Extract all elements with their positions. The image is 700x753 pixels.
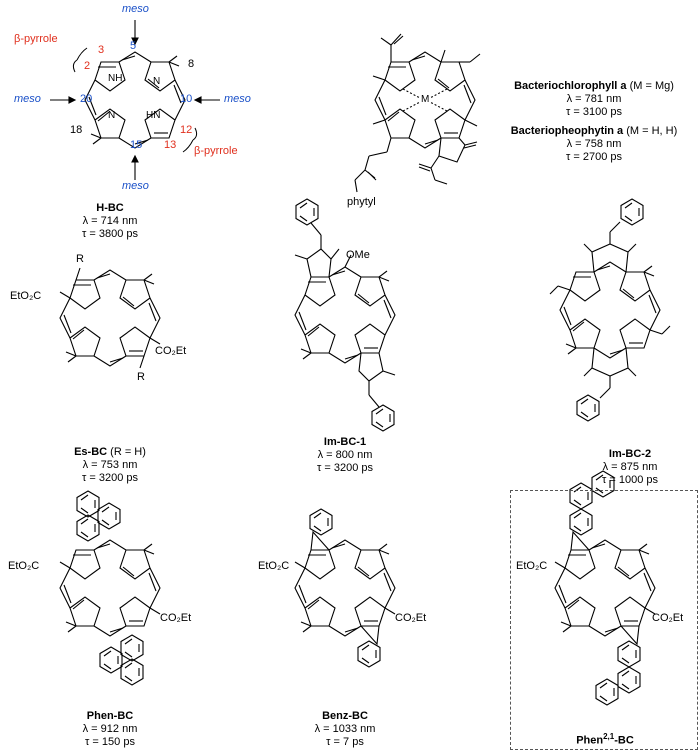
benzbc-structure bbox=[294, 508, 396, 668]
esbc-ester-left: EtO₂C bbox=[10, 290, 42, 302]
bchl-structure bbox=[354, 33, 481, 193]
beta-pyrrole-label-bottom: β-pyrrole bbox=[194, 145, 238, 157]
benzbc-ester-right: CO₂Et bbox=[395, 612, 427, 624]
metal-atom: M bbox=[421, 94, 430, 105]
benzbc-name: Benz-BC bbox=[322, 710, 368, 722]
highlight-box bbox=[510, 490, 698, 750]
bpheo-metal-note: (M = H, H) bbox=[623, 125, 678, 137]
esbc-substituent-note: (R = H) bbox=[107, 446, 146, 458]
esbc-structure bbox=[59, 267, 161, 369]
position-20: 20 bbox=[80, 93, 93, 105]
meso-label-right: meso bbox=[224, 93, 251, 105]
position-12: 12 bbox=[180, 124, 193, 136]
imbc1-name: Im-BC-1 bbox=[323, 436, 367, 448]
phenbc-name: Phen-BC bbox=[86, 710, 134, 722]
hbc-structure bbox=[50, 20, 220, 180]
position-8: 8 bbox=[188, 58, 195, 70]
meso-label-left: meso bbox=[14, 93, 41, 105]
esbc-r-top: R bbox=[76, 253, 84, 265]
bchl-lambda: λ = 781 nm bbox=[566, 93, 622, 105]
phen21bc-name-sup: 2,1 bbox=[603, 732, 615, 741]
hbc-name: H-BC bbox=[96, 202, 124, 214]
hbc-caption: H-BC λ = 714 nm τ = 3800 ps bbox=[60, 202, 160, 241]
bchl-metal-note: (M = Mg) bbox=[626, 80, 674, 92]
phen21bc-caption: Phen2,1-BC bbox=[550, 730, 660, 748]
imbc2-caption: Im-BC-2 λ = 875 nm τ = 1000 ps bbox=[580, 448, 680, 487]
imbc1-lambda: λ = 800 nm bbox=[317, 449, 373, 461]
benzbc-caption: Benz-BC λ = 1033 nm τ = 7 ps bbox=[290, 710, 400, 749]
imbc1-structure bbox=[294, 198, 396, 432]
phytyl-label: phytyl bbox=[347, 196, 376, 208]
benzbc-lambda: λ = 1033 nm bbox=[314, 723, 376, 735]
esbc-tau: τ = 3200 ps bbox=[81, 472, 139, 484]
benzbc-tau: τ = 7 ps bbox=[326, 736, 364, 748]
imbc2-tau: τ = 1000 ps bbox=[601, 474, 659, 486]
bchl-name: Bacteriochlorophyll a bbox=[514, 80, 627, 92]
esbc-r-bottom: R bbox=[137, 371, 145, 383]
esbc-caption: Es-BC (R = H) λ = 753 nm τ = 3200 ps bbox=[45, 446, 175, 485]
phen21bc-name-base: Phen bbox=[576, 734, 604, 747]
hbc-lambda: λ = 714 nm bbox=[82, 215, 138, 227]
bpheo-tau: τ = 2700 ps bbox=[565, 151, 623, 163]
phenbc-ester-left: EtO₂C bbox=[8, 560, 40, 572]
phen21bc-ester-left: EtO₂C bbox=[516, 560, 548, 572]
phenbc-caption: Phen-BC λ = 912 nm τ = 150 ps bbox=[55, 710, 165, 749]
hbc-tau: τ = 3800 ps bbox=[81, 228, 139, 240]
n-atom-lower: N bbox=[108, 110, 116, 121]
esbc-name: Es-BC bbox=[74, 446, 108, 458]
nh-atom: NH bbox=[108, 73, 123, 84]
bchl-caption: Bacteriochlorophyll a (M = Mg) λ = 781 n… bbox=[494, 80, 694, 164]
phenbc-lambda: λ = 912 nm bbox=[82, 723, 138, 735]
esbc-ester-right: CO₂Et bbox=[155, 345, 187, 357]
phenbc-ester-right: CO₂Et bbox=[160, 612, 192, 624]
position-15: 15 bbox=[130, 139, 143, 151]
imbc1-tau: τ = 3200 ps bbox=[316, 462, 374, 474]
bpheo-lambda: λ = 758 nm bbox=[566, 138, 622, 150]
imbc1-caption: Im-BC-1 λ = 800 nm τ = 3200 ps bbox=[295, 436, 395, 475]
n-atom-upper: N bbox=[153, 76, 161, 87]
position-2: 2 bbox=[84, 60, 91, 72]
bchl-tau: τ = 3100 ps bbox=[565, 106, 623, 118]
meso-label-bottom: meso bbox=[122, 180, 149, 192]
position-10: 10 bbox=[180, 93, 193, 105]
phenbc-tau: τ = 150 ps bbox=[85, 736, 135, 748]
phen21bc-ester-right: CO₂Et bbox=[652, 612, 684, 624]
imbc2-name: Im-BC-2 bbox=[608, 448, 652, 460]
benzbc-ester-left: EtO₂C bbox=[258, 560, 290, 572]
hn-atom: HN bbox=[146, 110, 161, 121]
bpheo-name: Bacteriopheophytin a bbox=[510, 125, 624, 137]
imbc1-ome: OMe bbox=[346, 249, 370, 261]
phen21bc-structure bbox=[554, 470, 656, 706]
beta-pyrrole-label-top: β-pyrrole bbox=[14, 33, 58, 45]
position-5: 5 bbox=[130, 40, 137, 52]
phen21bc-name-tail: -BC bbox=[614, 734, 634, 747]
position-13: 13 bbox=[164, 139, 177, 151]
imbc2-structure bbox=[549, 198, 671, 422]
position-3: 3 bbox=[98, 44, 105, 56]
imbc2-lambda: λ = 875 nm bbox=[602, 461, 658, 473]
esbc-lambda: λ = 753 nm bbox=[82, 459, 138, 471]
meso-label-top: meso bbox=[122, 3, 149, 15]
phenbc-structure bbox=[59, 490, 161, 686]
position-18: 18 bbox=[70, 124, 83, 136]
